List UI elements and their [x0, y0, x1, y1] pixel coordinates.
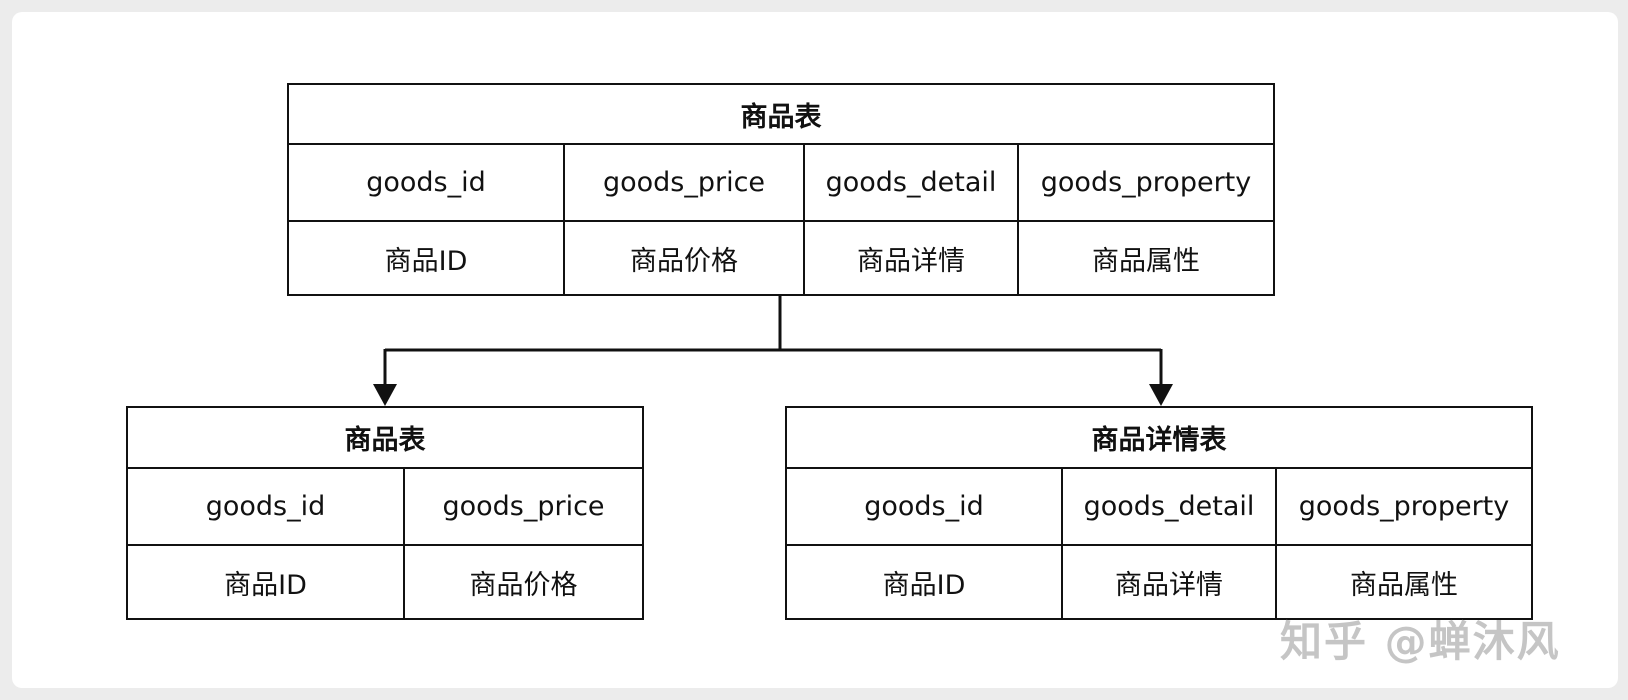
table-title: 商品表: [128, 408, 642, 469]
description-row: 商品ID 商品价格: [128, 546, 642, 618]
description-cell: 商品价格: [565, 222, 805, 294]
field-cell: goods_property: [1040, 167, 1252, 198]
description-cell: 商品ID: [289, 222, 565, 294]
description-cell: 商品详情: [805, 222, 1019, 294]
field-cell: goods_detail: [1063, 469, 1277, 544]
goods-table-split: 商品表 goods_id goods_price 商品ID 商品价格: [126, 406, 644, 620]
description-cell: 商品ID: [128, 546, 405, 618]
description-cell: 商品ID: [787, 546, 1063, 618]
description-row: 商品ID 商品价格 商品详情 商品属性: [289, 222, 1273, 294]
field-cell: goods_price: [442, 491, 605, 522]
goods-table-original: 商品表 goods_id goods_price goods_detail go…: [287, 83, 1275, 296]
field-cell: goods_detail: [805, 145, 1019, 220]
description-cell: 商品属性: [1350, 569, 1458, 601]
table-title: 商品表: [289, 85, 1273, 145]
watermark: 知乎 @蝉沐风: [1280, 617, 1561, 666]
field-row: goods_id goods_price: [128, 469, 642, 546]
arrow-right-head: [1149, 384, 1173, 406]
description-cell: 商品属性: [1092, 245, 1200, 277]
field-row: goods_id goods_detail goods_property: [787, 469, 1531, 546]
description-row: 商品ID 商品详情 商品属性: [787, 546, 1531, 618]
goods-detail-table: 商品详情表 goods_id goods_detail goods_proper…: [785, 406, 1533, 620]
field-row: goods_id goods_price goods_detail goods_…: [289, 145, 1273, 222]
field-cell: goods_id: [289, 145, 565, 220]
arrow-left-head: [373, 384, 397, 406]
description-cell: 商品价格: [469, 569, 578, 601]
field-cell: goods_id: [787, 469, 1063, 544]
field-cell: goods_price: [565, 145, 805, 220]
field-cell: goods_property: [1298, 491, 1510, 522]
field-cell: goods_id: [128, 469, 405, 544]
table-title: 商品详情表: [787, 408, 1531, 469]
description-cell: 商品详情: [1063, 546, 1277, 618]
